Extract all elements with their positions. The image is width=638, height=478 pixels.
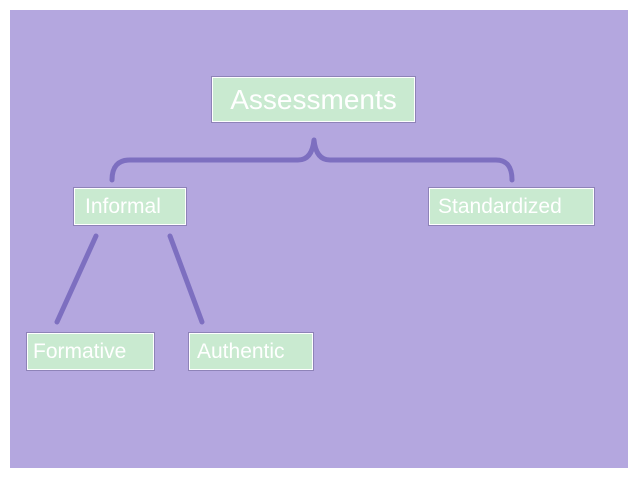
node-assessments-label: Assessments — [230, 83, 397, 115]
line-informal-formative — [54, 233, 99, 325]
node-assessments: Assessments — [211, 76, 416, 123]
node-informal: Informal — [73, 187, 187, 226]
node-authentic: Authentic — [188, 332, 314, 371]
node-informal-label: Informal — [85, 194, 161, 218]
node-standardized-label: Standardized — [438, 194, 562, 218]
node-formative: Formative — [26, 332, 155, 371]
line-informal-authentic — [167, 233, 205, 325]
node-formative-label: Formative — [33, 339, 127, 363]
brace-connector — [109, 137, 515, 183]
node-standardized: Standardized — [428, 187, 595, 226]
node-authentic-label: Authentic — [197, 339, 285, 363]
